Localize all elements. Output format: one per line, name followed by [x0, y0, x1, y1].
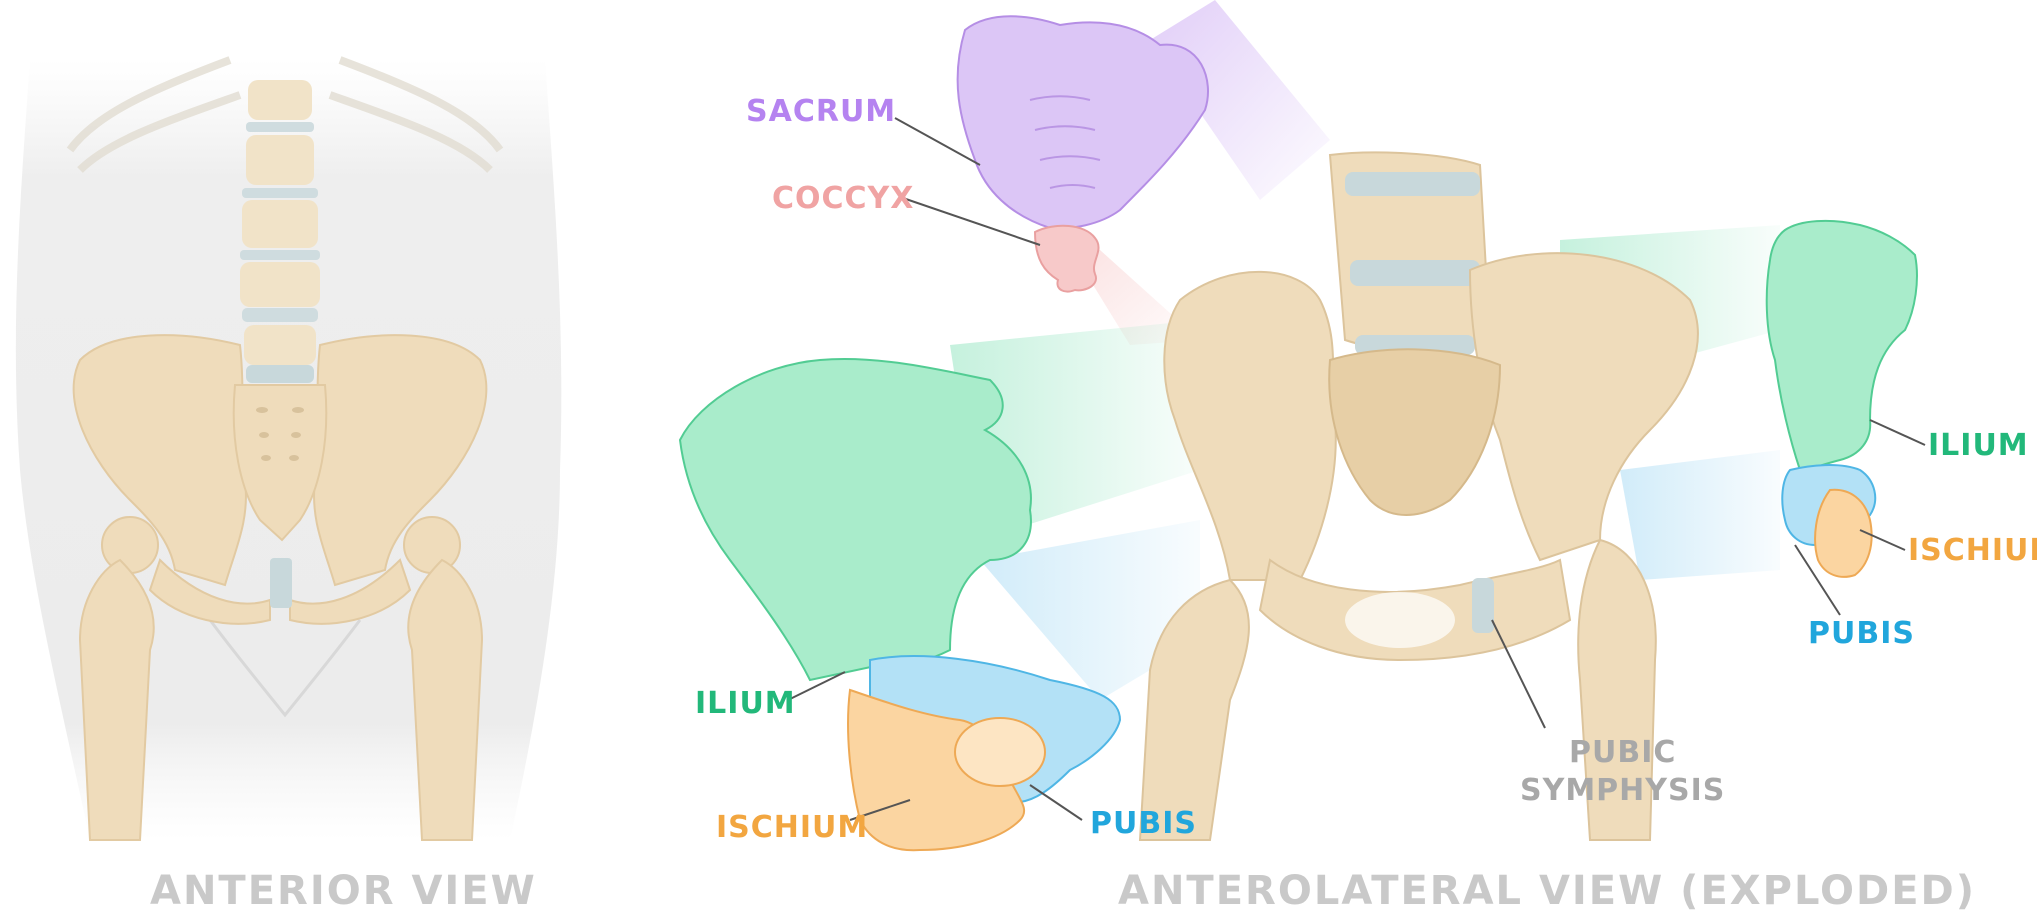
leader-pubis-left: [1029, 784, 1083, 821]
leader-ischium-right: [1859, 529, 1906, 551]
leader-pubis-right: [1794, 544, 1841, 616]
coccyx-piece: [1033, 224, 1100, 293]
left-ilium-region: [678, 358, 1032, 682]
label-pubic-symphysis-line1: PUBIC: [1568, 735, 1677, 770]
beam-pubis-right: [1620, 450, 1780, 580]
central-disc-lower: [1350, 260, 1480, 286]
leader-coccyx: [899, 196, 1041, 246]
sacrum-piece: [956, 15, 1209, 230]
leader-lines: [787, 117, 1926, 821]
right-ischium-region: [1814, 488, 1873, 578]
label-ischium-right: ISCHIUM: [1908, 533, 2037, 568]
central-sacrum: [1328, 348, 1502, 516]
left-hip-bone: [678, 358, 1122, 852]
label-coccyx: COCCYX: [772, 181, 915, 216]
label-ilium-right: ILIUM: [1928, 428, 2029, 463]
label-ilium-left: ILIUM: [695, 686, 796, 721]
left-obturator-foramen: [954, 717, 1046, 787]
label-ischium-left: ISCHIUM: [716, 810, 869, 845]
right-hip-bone: [1765, 219, 1918, 578]
central-obturator-foramen: [1345, 592, 1455, 648]
central-femur-right: [1577, 538, 1657, 841]
anterior-pelvis: [72, 334, 488, 625]
title-anterolateral-view: ANTEROLATERAL VIEW (EXPLODED): [1118, 868, 1977, 914]
beam-pubis-left: [980, 520, 1200, 700]
anterior-pubic-symphysis: [270, 558, 292, 608]
title-anterior-view: ANTERIOR VIEW: [150, 868, 537, 914]
anterior-femurs: [78, 516, 484, 841]
central-pubic-symphysis: [1472, 578, 1494, 633]
lumbar-spine: [240, 80, 320, 383]
leader-ilium-left: [787, 671, 846, 701]
groin-outline: [208, 619, 362, 718]
leader-ilium-right: [1869, 419, 1926, 446]
label-pubic-symphysis-line2: SYMPHYSIS: [1520, 773, 1726, 808]
central-disc-upper: [1345, 172, 1480, 196]
label-sacrum: SACRUM: [746, 94, 897, 129]
leader-sacrum: [894, 117, 981, 166]
assembled-pelvis: [1138, 151, 1699, 841]
label-pubic-symphysis: PUBIC SYMPHYSIS: [1520, 734, 1725, 810]
anterior-figure: [15, 56, 562, 841]
right-ilium-region: [1765, 219, 1918, 472]
central-ilium-left: [1163, 270, 1337, 581]
anterior-sacral-foramina: [256, 407, 304, 461]
label-pubis-left: PUBIS: [1090, 806, 1197, 841]
leader-symphysis: [1491, 619, 1546, 729]
rib-cage: [66, 56, 504, 173]
central-femur-left: [1138, 578, 1250, 841]
beam-sacrum: [1150, 0, 1330, 200]
leader-ischium-left: [849, 799, 911, 821]
label-pubis-right: PUBIS: [1808, 616, 1915, 651]
